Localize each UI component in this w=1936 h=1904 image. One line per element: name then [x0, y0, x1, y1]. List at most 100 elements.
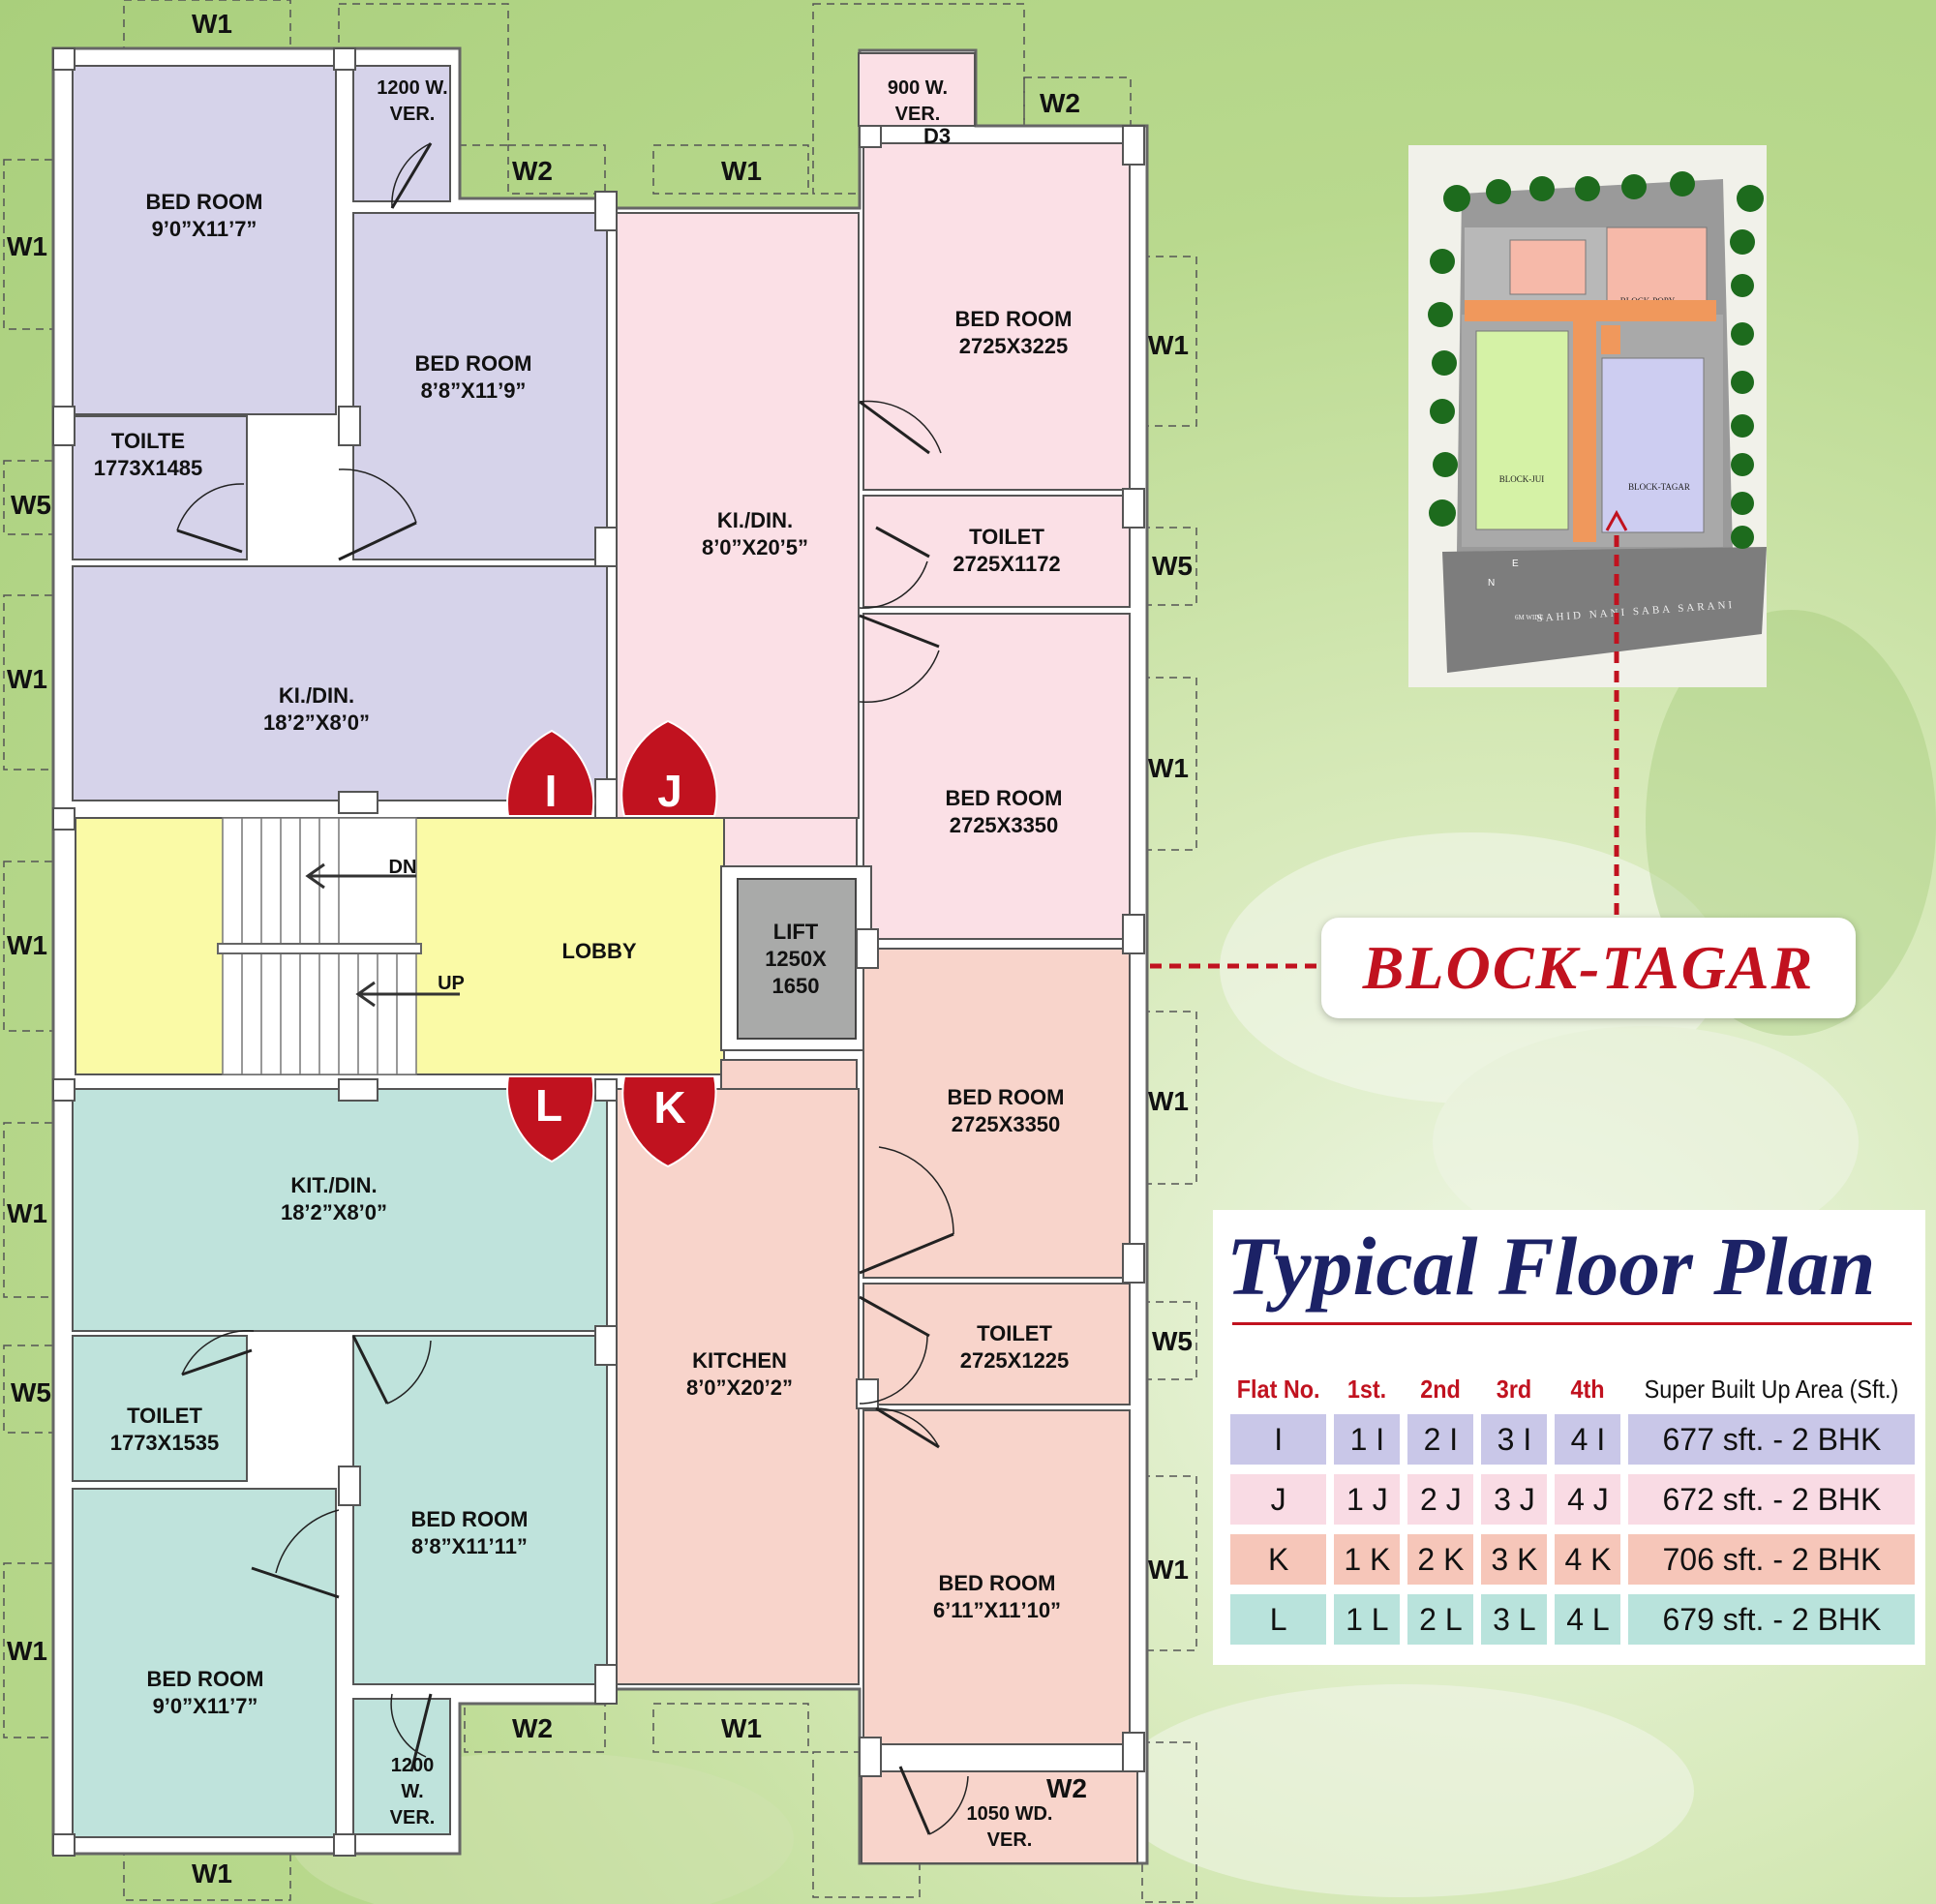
svg-text:KITCHEN: KITCHEN	[692, 1348, 787, 1373]
svg-text:W1: W1	[192, 9, 232, 39]
svg-text:W1: W1	[1148, 1086, 1189, 1116]
svg-text:W1: W1	[192, 1859, 232, 1889]
table-row: I 1 I 2 I 3 I 4 I 677 sft. - 2 BHK	[1230, 1414, 1916, 1465]
svg-text:N: N	[1488, 578, 1495, 589]
header-4th: 4th	[1570, 1375, 1606, 1404]
flat-L-bedroom-2	[352, 1335, 608, 1685]
header-1st: 1st.	[1347, 1375, 1387, 1404]
cell-floor: 4 L	[1555, 1594, 1621, 1645]
svg-text:8’8”X11’11”: 8’8”X11’11”	[411, 1534, 528, 1558]
svg-text:W5: W5	[1152, 551, 1193, 581]
flat-I-bedroom-2	[352, 212, 608, 560]
svg-text:VER.: VER.	[390, 1807, 436, 1828]
svg-text:W1: W1	[7, 231, 47, 261]
header-area: Super Built Up Area (Sft.)	[1645, 1375, 1899, 1404]
svg-text:9’0”X11’7”: 9’0”X11’7”	[152, 217, 257, 241]
svg-text:6’11”X11’10”: 6’11”X11’10”	[933, 1598, 1061, 1622]
cell-floor: 2 L	[1407, 1594, 1474, 1645]
cell-floor: 2 J	[1407, 1474, 1474, 1525]
svg-text:8’8”X11’9”: 8’8”X11’9”	[421, 378, 527, 403]
header-flat-no: Flat No.	[1236, 1375, 1320, 1404]
cell-floor: 4 K	[1555, 1534, 1621, 1585]
svg-text:BED ROOM: BED ROOM	[939, 1571, 1056, 1595]
cell-floor: 3 K	[1481, 1534, 1548, 1585]
svg-text:W1: W1	[7, 664, 47, 694]
table-row: J 1 J 2 J 3 J 4 J 672 sft. - 2 BHK	[1230, 1474, 1916, 1525]
svg-text:9’0”X11’7”: 9’0”X11’7”	[153, 1694, 258, 1718]
flat-I-kitchen-dining	[72, 565, 608, 801]
svg-text:W1: W1	[721, 156, 762, 186]
flat-I	[72, 65, 608, 801]
flat-L-verandah	[352, 1698, 451, 1835]
flat-markers: I J L K	[506, 719, 718, 1168]
cell-flat: L	[1230, 1594, 1327, 1645]
svg-text:L: L	[535, 1080, 562, 1131]
svg-text:TOILTE: TOILTE	[111, 429, 185, 453]
flat-marker-L	[506, 1075, 595, 1164]
svg-text:8’0”X20’2”: 8’0”X20’2”	[686, 1375, 793, 1400]
svg-text:KI./DIN.: KI./DIN.	[279, 683, 354, 708]
flat-J-bedroom-1	[862, 142, 1131, 491]
cell-flat: I	[1230, 1414, 1327, 1465]
svg-text:I: I	[545, 766, 558, 816]
cell-area: 706 sft. - 2 BHK	[1628, 1534, 1916, 1585]
door-swings	[176, 142, 969, 1835]
connector-arrowhead	[1605, 509, 1628, 531]
svg-text:1200: 1200	[391, 1755, 435, 1776]
svg-text:BED ROOM: BED ROOM	[411, 1507, 529, 1531]
svg-text:6M WIDE: 6M WIDE	[1515, 614, 1544, 621]
flat-K-bedroom-2	[862, 1409, 1131, 1745]
cell-area: 679 sft. - 2 BHK	[1628, 1594, 1916, 1645]
svg-text:DN: DN	[389, 857, 417, 878]
svg-text:2725X3225: 2725X3225	[959, 334, 1069, 358]
svg-text:8’0”X20’5”: 8’0”X20’5”	[702, 535, 808, 559]
flat-I-bedroom-1	[72, 65, 337, 415]
svg-text:BED ROOM: BED ROOM	[415, 351, 532, 376]
cell-floor: 1 I	[1334, 1414, 1401, 1465]
svg-text:W2: W2	[512, 156, 553, 186]
flat-J-toilet	[862, 495, 1131, 608]
svg-text:2725X1172: 2725X1172	[953, 552, 1060, 576]
svg-text:2725X3350: 2725X3350	[952, 1112, 1061, 1136]
lift	[720, 865, 872, 1051]
cell-flat: K	[1230, 1534, 1327, 1585]
svg-text:J: J	[657, 766, 682, 816]
table-header-row: Flat No. 1st. 2nd 3rd 4th Super Built Up…	[1230, 1375, 1915, 1405]
svg-text:BLOCK-TAGAR: BLOCK-TAGAR	[1628, 482, 1690, 492]
svg-text:BED ROOM: BED ROOM	[147, 1667, 264, 1691]
svg-text:1250X: 1250X	[765, 947, 827, 971]
room-labels: BED ROOM 9’0”X11’7” BED ROOM 8’8”X11’9” …	[94, 77, 1073, 1851]
table-row: L 1 L 2 L 3 L 4 L 679 sft. - 2 BHK	[1230, 1594, 1916, 1645]
svg-text:W1: W1	[1148, 330, 1189, 360]
flat-K-bedroom-1	[862, 948, 1131, 1279]
block-tagar-label: BLOCK-TAGAR	[1321, 918, 1856, 1018]
svg-text:900 W.: 900 W.	[888, 77, 948, 99]
flat-marker-K	[621, 1075, 717, 1168]
svg-text:D3: D3	[923, 124, 951, 148]
svg-text:W1: W1	[1148, 753, 1189, 783]
svg-text:KI./DIN.: KI./DIN.	[717, 508, 793, 532]
svg-text:W5: W5	[11, 1377, 51, 1407]
svg-text:W1: W1	[7, 1636, 47, 1666]
cell-floor: 1 K	[1334, 1534, 1401, 1585]
cell-floor: 3 I	[1481, 1414, 1548, 1465]
svg-text:1050 WD.: 1050 WD.	[967, 1803, 1053, 1825]
cell-area: 672 sft. - 2 BHK	[1628, 1474, 1916, 1525]
window-labels: W1 W1 W5 W1 W1 W1 W5 W1 W1 W2 W1 W2 W1 W…	[7, 9, 1193, 1889]
svg-text:1773X1535: 1773X1535	[110, 1431, 220, 1455]
svg-text:W.: W.	[401, 1781, 423, 1802]
flat-L-toilet	[72, 1335, 248, 1482]
connector-lines	[1150, 528, 1619, 969]
svg-text:K: K	[653, 1082, 685, 1133]
lobby	[75, 817, 725, 1075]
svg-text:W2: W2	[1046, 1773, 1087, 1803]
svg-text:TOILET: TOILET	[969, 525, 1044, 549]
svg-text:W2: W2	[512, 1713, 553, 1743]
cell-floor: 2 K	[1407, 1534, 1474, 1585]
svg-text:BED ROOM: BED ROOM	[146, 190, 263, 214]
svg-text:LIFT: LIFT	[773, 920, 819, 944]
typical-floor-plan-panel: Typical Floor Plan Flat No. 1st. 2nd 3rd…	[1213, 1210, 1925, 1665]
flat-K	[616, 948, 1138, 1864]
svg-text:2725X3350: 2725X3350	[950, 813, 1059, 837]
